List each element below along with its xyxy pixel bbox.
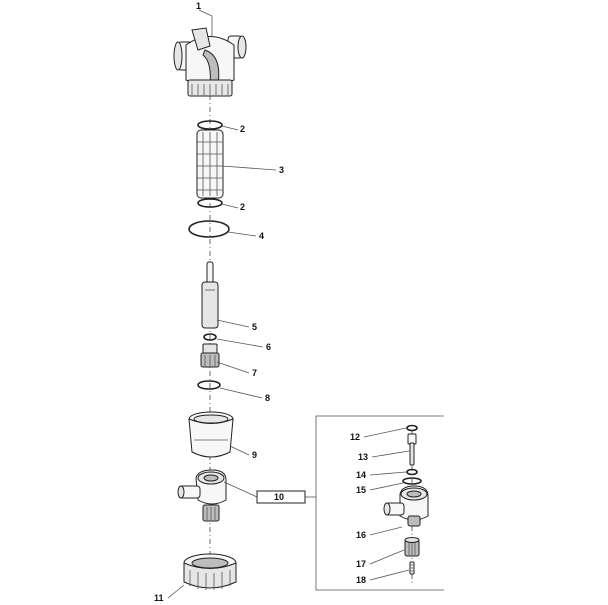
label-part-10: 10: [274, 492, 284, 502]
label-part-9: 9: [252, 450, 257, 460]
label-part-11: 11: [154, 593, 164, 603]
label-part-7: 7: [252, 368, 257, 378]
label-part-15: 15: [356, 485, 366, 495]
part-2-o-ring-upper: [197, 120, 223, 130]
label-part-3: 3: [279, 165, 284, 175]
label-part-4: 4: [259, 231, 264, 241]
part-4-large-o-ring: [188, 220, 230, 238]
label-part-17: 17: [356, 559, 366, 569]
label-part-1: 1: [196, 1, 201, 11]
part-15-o-ring: [402, 477, 422, 485]
label-part-6: 6: [266, 342, 271, 352]
part-6-small-o-ring: [203, 333, 217, 341]
part-11-ring-nut: [183, 553, 237, 590]
leader-lines: [167, 9, 410, 599]
label-part-2-upper: 2: [240, 124, 245, 134]
part-3-filter-cartridge: [196, 129, 224, 199]
part-12-o-ring: [406, 424, 418, 432]
part-8-o-ring: [197, 380, 221, 390]
part-18-screw: [409, 561, 415, 575]
part-10-drain-elbow: [177, 469, 227, 522]
part-14-o-ring: [406, 468, 418, 476]
label-part-14: 14: [356, 470, 366, 480]
part-9-filter-bowl: [188, 411, 234, 458]
label-part-2-lower: 2: [240, 202, 245, 212]
label-part-16: 16: [356, 530, 366, 540]
part-1-filter-head: [173, 27, 247, 97]
part-7-valve-body: [200, 343, 220, 368]
detail-bracket-part-10: [305, 415, 444, 591]
part-2-o-ring-lower: [197, 198, 223, 208]
part-17-cap-nut: [404, 537, 420, 557]
label-part-5: 5: [252, 322, 257, 332]
label-part-18: 18: [356, 575, 366, 585]
part-5-probe-rod: [201, 261, 219, 329]
part-13-pin: [407, 433, 417, 466]
label-part-13: 13: [358, 452, 368, 462]
part-16-elbow-fitting: [383, 485, 429, 527]
label-box-10: [256, 490, 306, 504]
label-part-8: 8: [265, 393, 270, 403]
label-part-12: 12: [350, 432, 360, 442]
